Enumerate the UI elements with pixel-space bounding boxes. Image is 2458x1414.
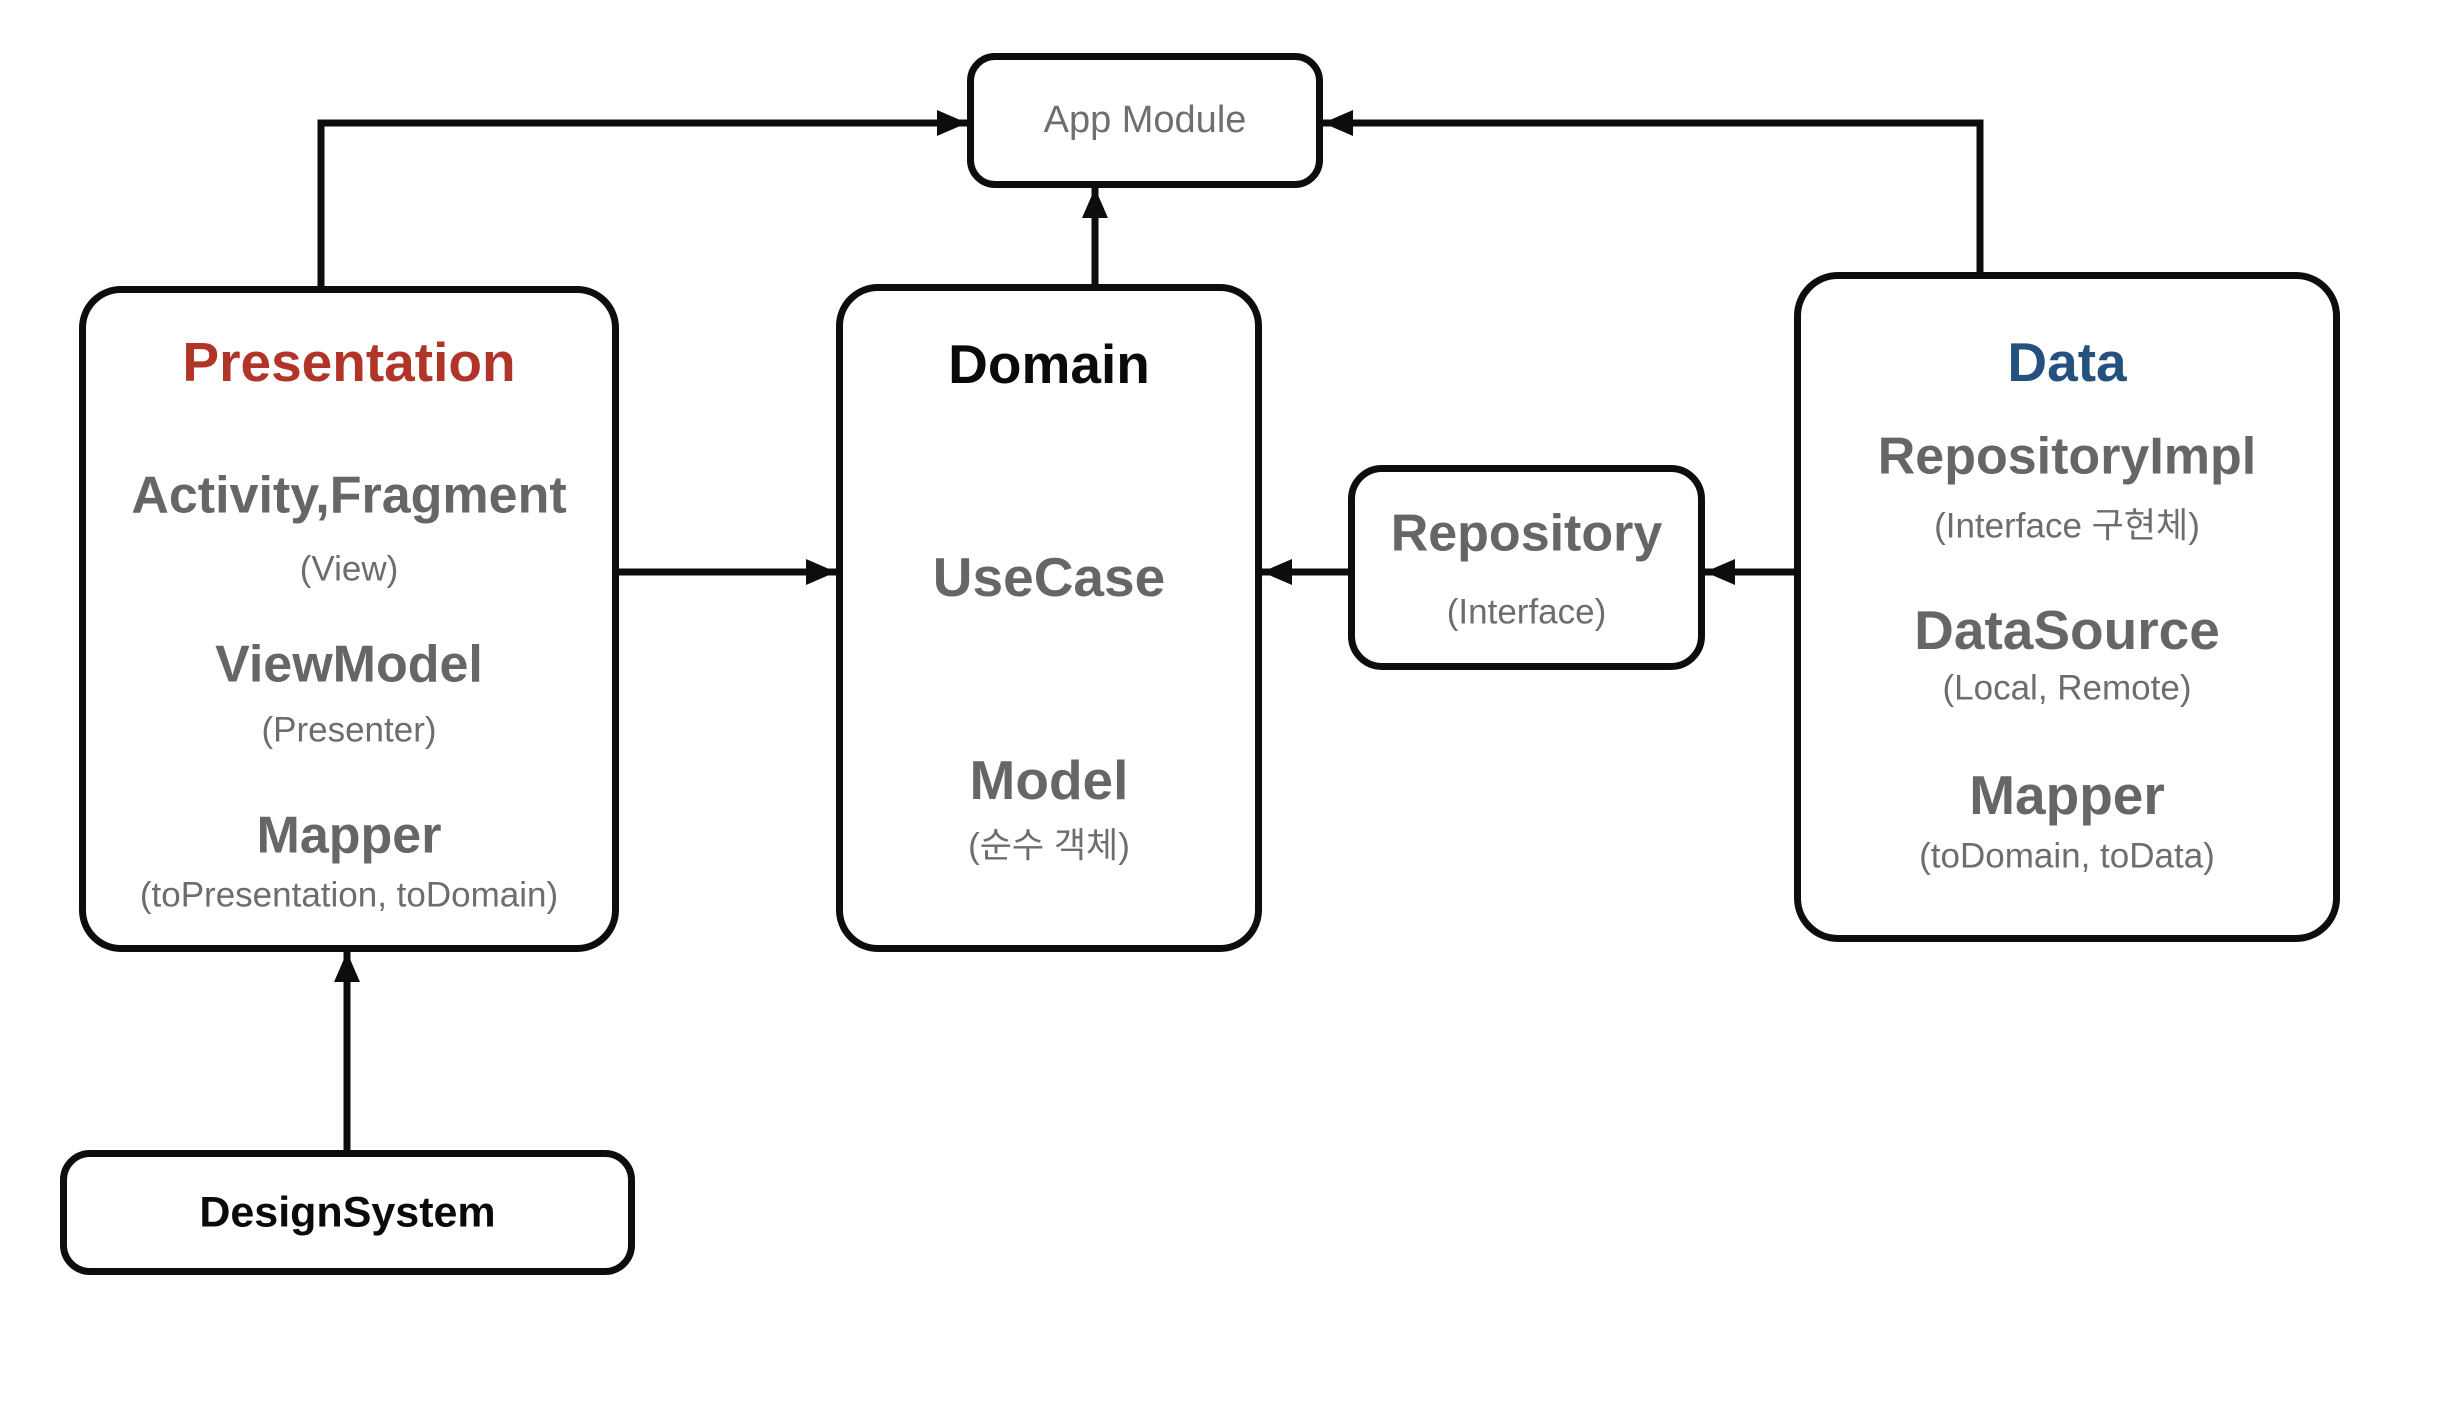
design-system-label: DesignSystem (199, 1187, 496, 1236)
presentation-item-activity-fragment: Activity,Fragment (131, 466, 567, 525)
node-design-system: DesignSystem (60, 1150, 635, 1275)
node-app-module: App Module (967, 53, 1323, 188)
arrow-presentation-to-app-module (317, 110, 967, 286)
app-module-label: App Module (1043, 98, 1247, 141)
data-item-repositoryimpl: RepositoryImpl (1877, 427, 2257, 486)
data-item-mapper-note: (toDomain, toData) (1919, 836, 2215, 876)
repository-note: (Interface) (1446, 592, 1607, 632)
node-domain: Domain UseCase Model (순수 객체) (836, 284, 1262, 952)
presentation-item-mapper-note: (toPresentation, toDomain) (139, 875, 559, 915)
node-repository: Repository (Interface) (1348, 465, 1705, 670)
node-presentation: Presentation Activity,Fragment (View) Vi… (79, 286, 619, 952)
presentation-item-viewmodel-note: (Presenter) (261, 710, 437, 750)
data-item-datasource: DataSource (1914, 599, 2220, 662)
data-title: Data (2007, 331, 2127, 394)
presentation-item-mapper: Mapper (256, 806, 442, 865)
domain-item-usecase: UseCase (932, 546, 1166, 609)
domain-item-model: Model (969, 749, 1129, 812)
presentation-item-activity-fragment-note: (View) (299, 549, 399, 589)
presentation-title: Presentation (182, 331, 516, 394)
domain-item-model-note: (순수 객체) (968, 826, 1130, 866)
repository-name: Repository (1390, 504, 1663, 563)
domain-title: Domain (948, 333, 1150, 396)
data-item-datasource-note: (Local, Remote) (1942, 668, 2192, 708)
arrow-data-to-app-module (1323, 110, 1984, 272)
node-data: Data RepositoryImpl (Interface 구현체) Data… (1794, 272, 2340, 942)
data-item-mapper: Mapper (1969, 764, 2165, 827)
data-item-repositoryimpl-note: (Interface 구현체) (1934, 506, 2200, 546)
presentation-item-viewmodel: ViewModel (215, 635, 483, 694)
